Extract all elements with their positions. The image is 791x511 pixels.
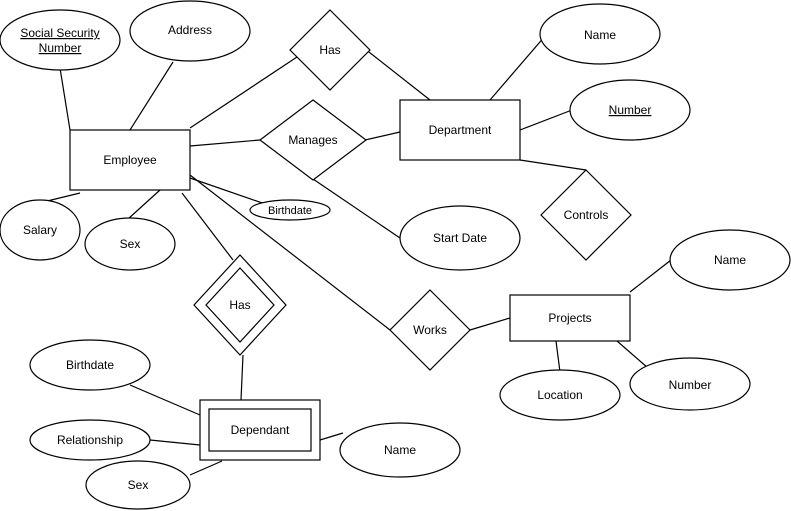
entity-employee: Employee: [69, 129, 191, 191]
attribute-project-number-label: Number: [669, 378, 712, 392]
attribute-dependant-birthdate: Birthdate: [29, 339, 151, 391]
edge-employee-address: [129, 61, 174, 131]
identifying-relationship-has-label: Has: [229, 298, 250, 312]
attribute-start-date: Start Date: [399, 205, 521, 271]
relationship-works-label: Works: [413, 323, 447, 337]
attribute-department-number: Number: [569, 79, 691, 141]
edge-dependant-relationship: [149, 439, 201, 446]
attribute-address: Address: [129, 0, 251, 62]
identifying-relationship-has: Has: [193, 254, 287, 356]
attribute-dependant-relationship: Relationship: [29, 419, 151, 461]
attribute-ssn-line1: Social Security: [20, 26, 99, 40]
attribute-department-name-label: Name: [584, 28, 616, 42]
attribute-project-number: Number: [629, 357, 751, 411]
edge-has-department: [359, 44, 431, 101]
attribute-address-label: Address: [168, 23, 212, 37]
attribute-project-name: Name: [669, 229, 791, 291]
entity-department: Department: [399, 99, 521, 161]
edge-projects-number: [616, 340, 649, 369]
relationship-controls-label: Controls: [564, 208, 609, 222]
edge-employee-has: [189, 54, 301, 129]
attribute-dependant-name-label: Name: [384, 443, 416, 457]
attribute-start-date-label: Start Date: [433, 231, 487, 245]
weak-entity-dependant: Dependant: [199, 399, 321, 461]
edge-dependant-sex: [189, 460, 223, 476]
attribute-salary: Salary: [0, 199, 81, 261]
edge-dependant-name: [319, 432, 344, 441]
relationship-controls: Controls: [540, 169, 632, 261]
edge-employee-works: [189, 174, 391, 331]
entity-projects: Projects: [509, 294, 631, 342]
edge-employee-ssn: [59, 67, 71, 131]
relationship-manages: Manages: [259, 99, 367, 181]
attribute-ssn-line2: Number: [39, 41, 82, 55]
edge-employee-manages: [189, 139, 261, 147]
attribute-dependant-sex: Sex: [85, 460, 191, 510]
edge-works-projects: [469, 317, 511, 331]
relationship-works: Works: [389, 289, 471, 371]
attribute-department-number-label: Number: [609, 103, 652, 117]
edge-projects-name: [629, 259, 672, 293]
entity-employee-label: Employee: [103, 153, 157, 167]
edge-manages-startdate: [312, 178, 401, 239]
attribute-dependant-birthdate-label: Birthdate: [66, 358, 114, 372]
entity-projects-label: Projects: [548, 311, 591, 325]
edge-has-dependant: [240, 354, 244, 401]
edge-department-controls: [519, 159, 587, 171]
attribute-dependant-name: Name: [339, 422, 461, 478]
relationship-manages-label: Manages: [288, 133, 337, 147]
attribute-department-name: Name: [539, 3, 661, 65]
entity-department-label: Department: [429, 123, 492, 137]
attribute-employee-sex: Sex: [84, 217, 176, 271]
attribute-project-location-label: Location: [537, 388, 582, 402]
attribute-employee-sex-label: Sex: [120, 237, 141, 251]
attribute-salary-label: Salary: [23, 223, 57, 237]
attribute-ssn: Social Security Number: [0, 9, 121, 71]
relationship-has-label: Has: [319, 43, 340, 57]
attribute-employee-birthdate: Birthdate: [249, 199, 331, 221]
edge-dependant-birthdate: [129, 384, 201, 416]
relationship-has: Has: [289, 9, 371, 91]
edge-department-number: [519, 109, 573, 131]
attribute-project-name-label: Name: [714, 253, 746, 267]
attribute-employee-birthdate-label: Birthdate: [268, 205, 312, 217]
edge-employee-sex: [127, 189, 161, 220]
edge-projects-location: [555, 340, 561, 373]
edge-manages-department: [364, 131, 401, 141]
entity-dependant-label: Dependant: [231, 423, 290, 437]
attribute-dependant-sex-label: Sex: [128, 478, 149, 492]
edge-employee-birthdate: [189, 177, 269, 206]
attribute-dependant-relationship-label: Relationship: [57, 433, 123, 447]
edge-employee-has-dependant: [181, 192, 234, 261]
attribute-project-location: Location: [499, 369, 621, 421]
